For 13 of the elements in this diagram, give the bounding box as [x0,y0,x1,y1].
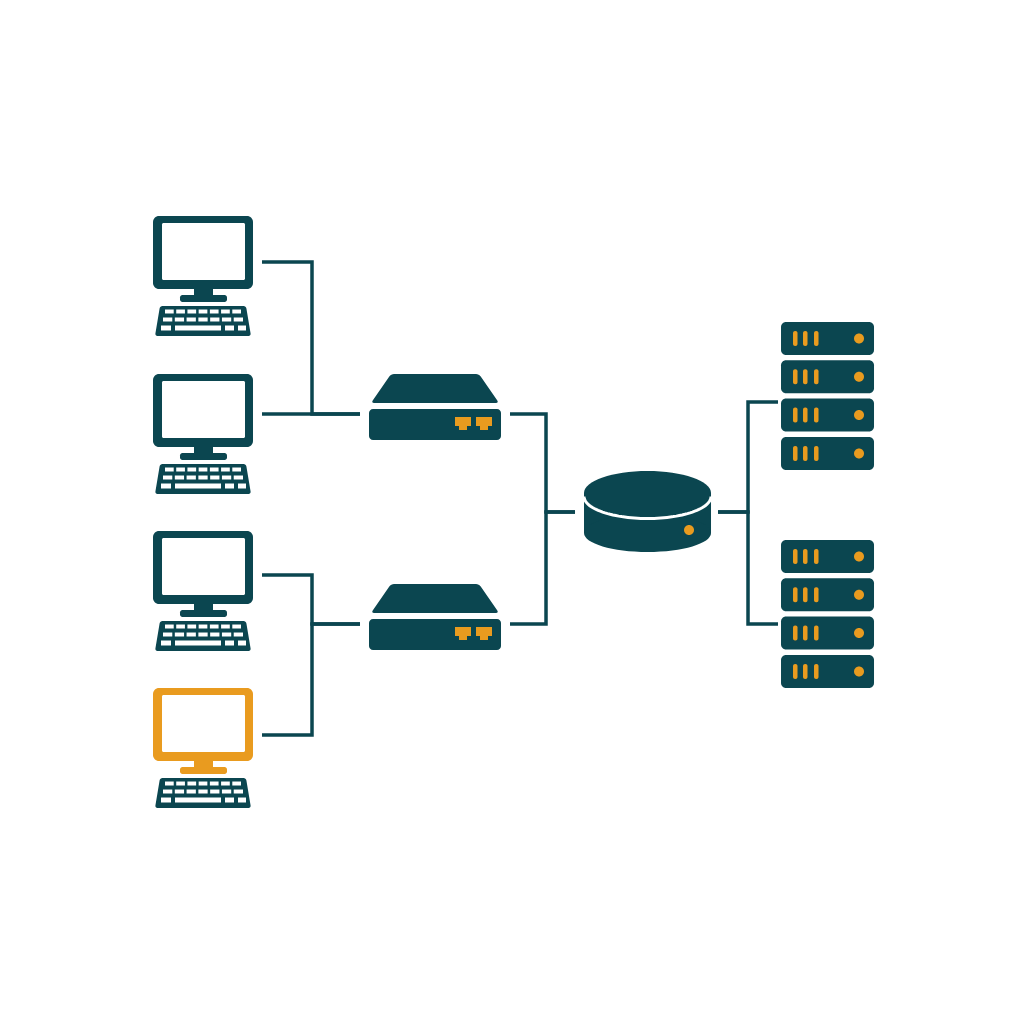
connector-line [510,510,575,626]
server-rack [781,540,874,688]
desktop-computer [153,216,253,336]
connector-line [718,510,778,626]
router [582,471,713,552]
desktop-computer [153,374,253,494]
desktop-computer [153,688,253,808]
connector-line [262,412,360,416]
desktop-computer [153,531,253,651]
network-switch [369,584,501,650]
server-rack [781,322,874,470]
connector-line [262,622,360,737]
network-switch [369,374,501,440]
